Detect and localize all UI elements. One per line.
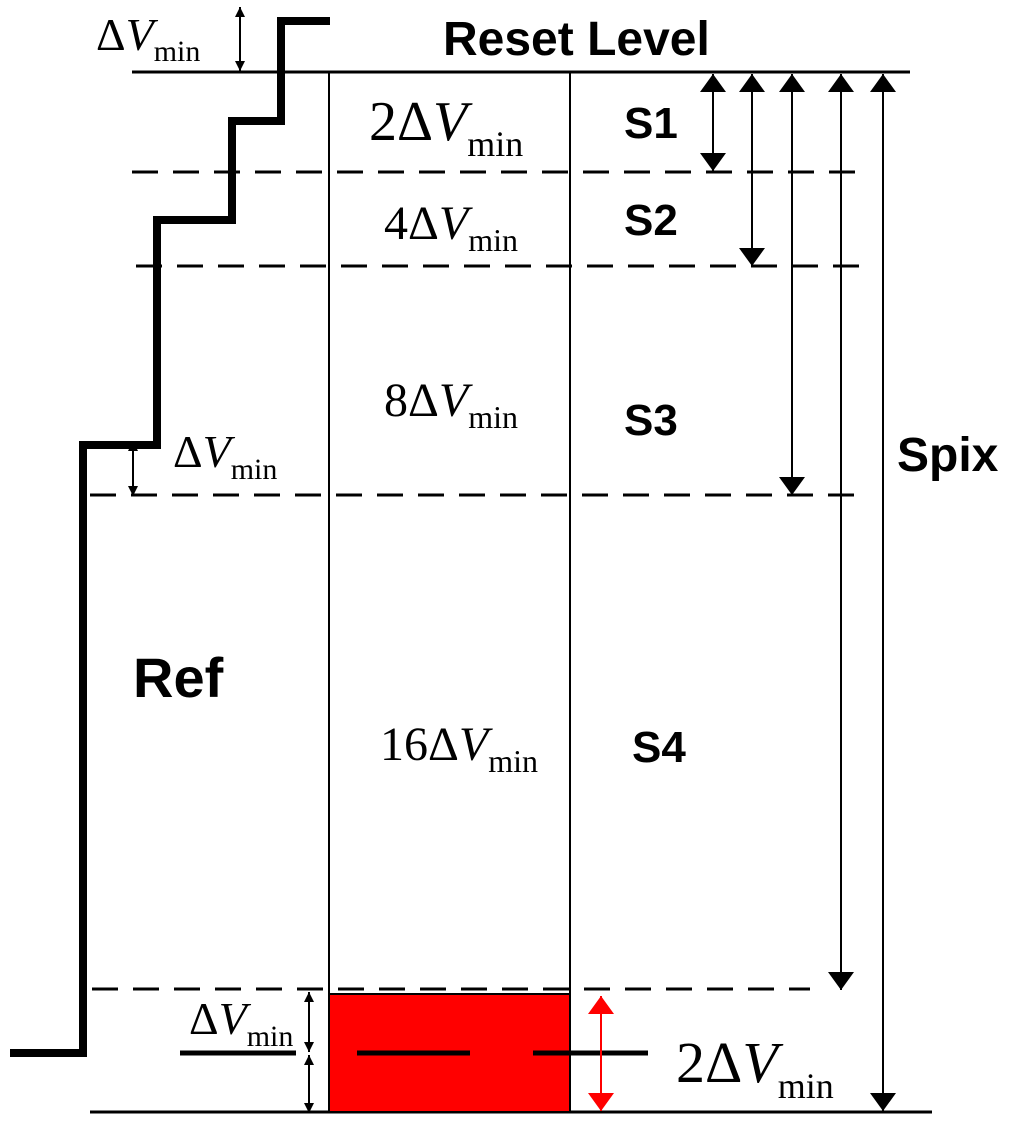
top-step-dv-label: ΔVmin [96,9,200,68]
mid-step-dv-label: ΔVmin [173,426,277,486]
spix-label: Spix [897,429,999,482]
reset-level-label: Reset Level [443,13,710,66]
bottom-step-dv-label: ΔVmin [189,993,293,1053]
s3-label: S3 [624,396,678,445]
s2-label: S2 [624,196,678,245]
s4-range-label: 16ΔVmin [380,718,538,779]
final-region-label: 2ΔVmin [676,1030,834,1106]
ref-staircase [10,17,330,1057]
s4-label: S4 [632,723,686,772]
s2-range-label: 4ΔVmin [384,197,518,258]
ref-label: Ref [133,646,224,709]
s1-label: S1 [624,99,678,148]
s3-range-label: 8ΔVmin [384,374,518,435]
s1-range-label: 2ΔVmin [369,91,523,164]
